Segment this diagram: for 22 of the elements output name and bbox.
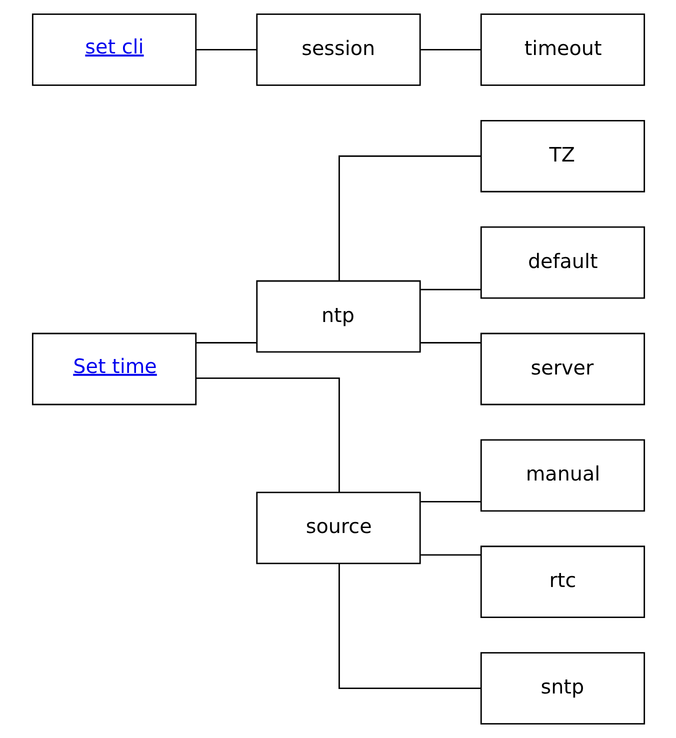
- node-box: session: [256, 14, 420, 86]
- node-box: manual: [480, 439, 645, 512]
- node-box: sntp: [480, 652, 645, 724]
- node-box: Set time: [31, 332, 196, 406]
- connector: [196, 342, 256, 344]
- connector: [420, 500, 480, 502]
- connector: [420, 288, 480, 290]
- node-box: source: [256, 492, 420, 564]
- connector: [338, 155, 480, 281]
- node-box: set cli: [31, 14, 196, 86]
- connector: [196, 378, 340, 492]
- node-box: ntp: [256, 280, 420, 353]
- node-box: rtc: [480, 546, 645, 618]
- connector: [420, 342, 480, 344]
- node-box: default: [480, 226, 645, 299]
- node-box: TZ: [480, 120, 645, 192]
- node-box: server: [480, 332, 645, 406]
- connector: [196, 48, 256, 50]
- connector: [338, 564, 480, 690]
- connector: [420, 554, 480, 556]
- connector: [420, 48, 480, 50]
- node-box: timeout: [480, 14, 645, 86]
